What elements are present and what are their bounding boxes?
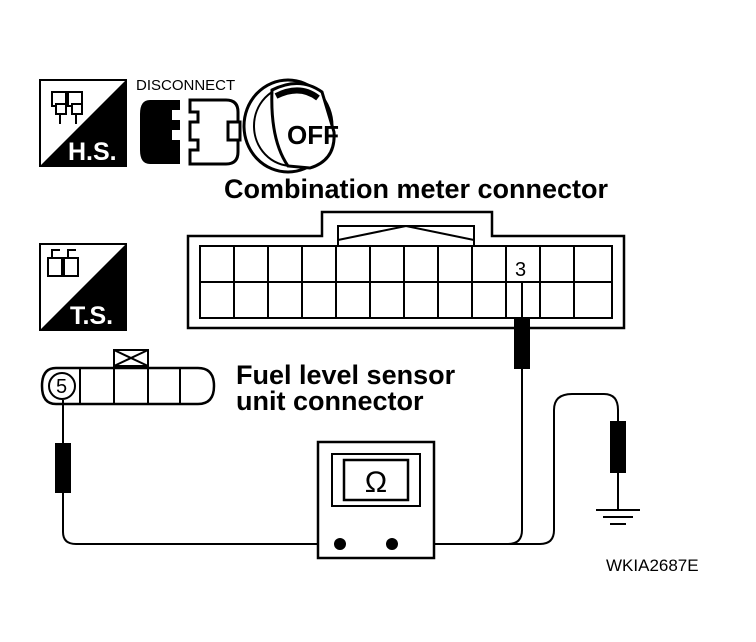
ignition-off-icon: OFF — [242, 78, 339, 174]
hs-badge-label: H.S. — [68, 138, 117, 166]
disconnect-icon: DISCONNECT — [136, 77, 242, 166]
combination-meter-title: Combination meter connector — [224, 174, 609, 204]
disconnect-label: DISCONNECT — [136, 77, 235, 94]
ground-probe — [400, 393, 626, 545]
ts-badge-label: T.S. — [70, 302, 113, 330]
ohm-symbol: Ω — [365, 466, 387, 499]
meter-pin-number: 3 — [515, 259, 526, 281]
left-probe — [55, 400, 330, 545]
harness-connector-icon — [51, 91, 83, 124]
ignition-off-label: OFF — [287, 120, 339, 150]
ohmmeter — [316, 440, 436, 560]
sensor-pin-number: 5 — [56, 376, 67, 398]
harness-side-badge: H.S. — [39, 79, 127, 167]
ground-icon — [596, 509, 640, 525]
figure-code: WKIA2687E — [606, 556, 699, 575]
fuel-sensor-connector — [40, 349, 216, 406]
terminal-side-badge: T.S. — [39, 243, 127, 331]
fuel-sensor-title-line2: unit connector — [236, 386, 424, 416]
fuel-sensor-title-line1: Fuel level sensor — [236, 360, 456, 390]
combination-meter-connector — [186, 210, 626, 330]
terminal-connector-icon — [47, 249, 79, 277]
